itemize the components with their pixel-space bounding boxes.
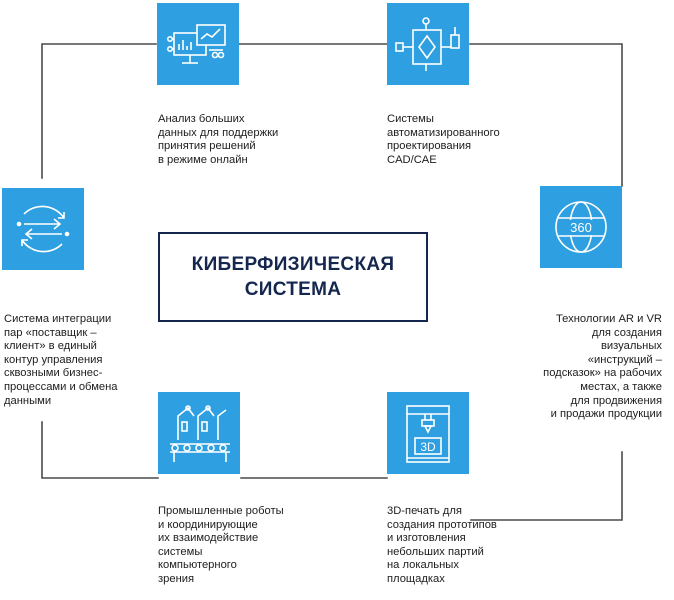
3d-print-tile: 3D — [387, 392, 469, 474]
robots-caption: Промышленные роботы и координирующие их … — [158, 505, 284, 585]
center-system-box: КИБЕРФИЗИЧЕСКАЯ СИСТЕМА — [158, 232, 428, 322]
connector-bottom-right — [470, 451, 623, 521]
ar-vr-caption: Технологии AR и VR для создания визуальн… — [543, 313, 662, 421]
analytics-tile — [157, 3, 239, 85]
connector-top-right — [469, 43, 623, 187]
integration-tile — [2, 188, 84, 270]
connector-bottom-left — [41, 421, 159, 479]
analytics-dashboard-icon — [167, 24, 226, 64]
integration-caption: Система интеграции пар «поставщик – клие… — [4, 313, 118, 407]
ar-vr-tile: 360 — [540, 186, 622, 268]
3d-print-caption: 3D-печать для создания прототипов и изго… — [387, 505, 497, 585]
industrial-robots-icon — [170, 405, 230, 462]
integration-exchange-icon — [16, 205, 70, 253]
vr-360-globe-icon: 360 — [555, 201, 607, 253]
flowchart-icon — [395, 17, 460, 71]
cad-tile — [387, 3, 469, 85]
connector-top-left — [41, 43, 157, 179]
robots-tile — [158, 392, 240, 474]
svg-text:360: 360 — [570, 220, 592, 235]
center-title: КИБЕРФИЗИЧЕСКАЯ СИСТЕМА — [191, 254, 395, 300]
3d-printer-icon: 3D — [406, 405, 450, 463]
cad-caption: Системы автоматизированного проектирован… — [387, 113, 500, 166]
svg-text:3D: 3D — [420, 440, 436, 454]
analytics-caption: Анализ больших данных для поддержки прин… — [158, 113, 279, 166]
